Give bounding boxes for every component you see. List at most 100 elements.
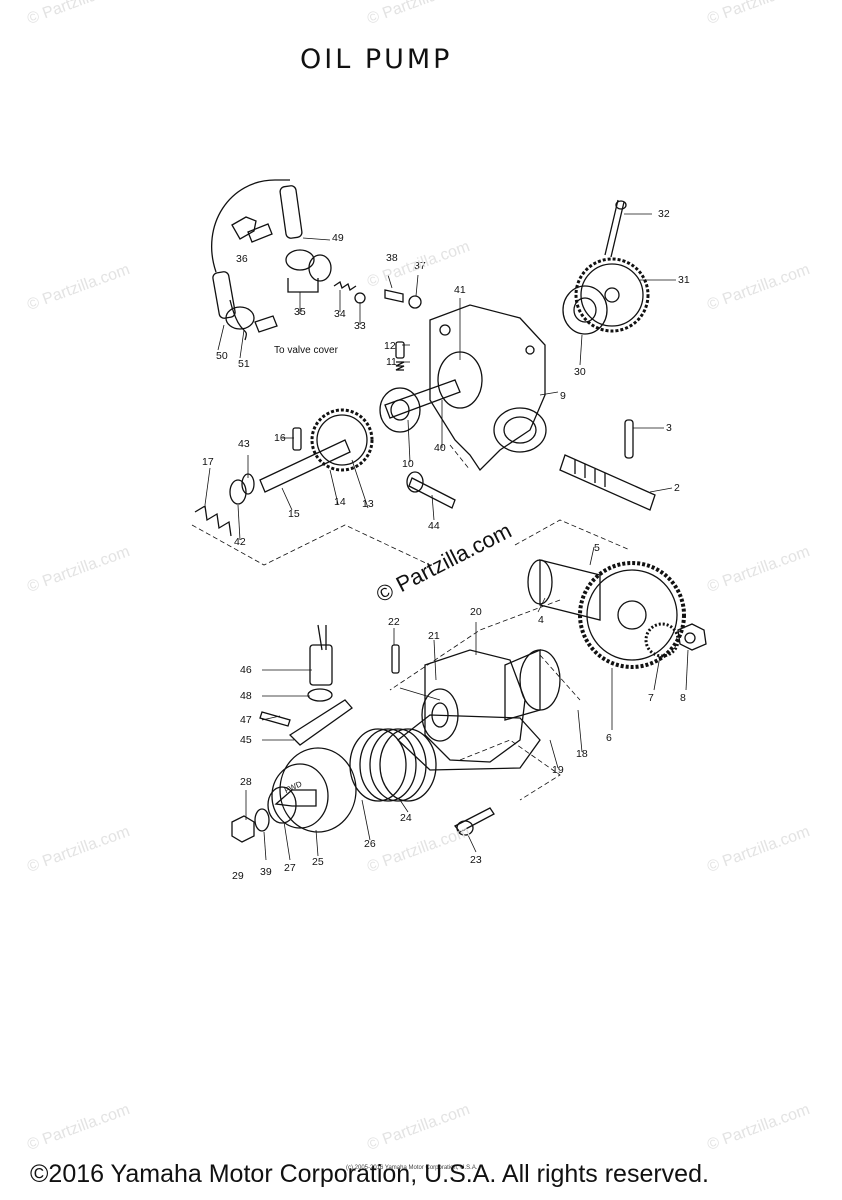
spring-17 (194, 504, 232, 537)
nut-29 (231, 815, 255, 843)
callout-36: 36 (236, 253, 248, 265)
callout-33: 33 (354, 320, 366, 332)
primary-gear-6-hub (617, 600, 647, 630)
pin-3 (624, 419, 634, 459)
callout-20: 20 (470, 606, 482, 618)
pump-rotor-bore (437, 351, 483, 409)
gear-shaft-15 (259, 439, 351, 493)
coil-spring-24 (379, 728, 437, 802)
hose-fitting-lower (212, 271, 236, 319)
callout-7: 7 (648, 692, 654, 704)
pump-shaft (384, 379, 461, 419)
coil-spring-24 (369, 728, 427, 802)
callout-5: 5 (594, 542, 600, 554)
bolt-44 (408, 477, 456, 509)
washer-39 (254, 808, 270, 832)
callout-32: 32 (658, 208, 670, 220)
worm-thread (574, 460, 606, 487)
callout-48: 48 (240, 690, 252, 702)
oil-hose (211, 179, 290, 273)
driven-gear-31-body (580, 263, 644, 327)
callout-45: 45 (240, 734, 252, 746)
gear-shaft-4 (539, 559, 601, 621)
bearing (562, 285, 608, 335)
callout-4: 4 (538, 614, 544, 626)
bolt-23 (453, 807, 495, 833)
callout-17: 17 (202, 456, 214, 468)
callout-11: 11 (386, 356, 397, 368)
washer (408, 295, 422, 309)
callout-39: 39 (260, 866, 272, 878)
callout-15: 15 (288, 508, 300, 520)
pump-cover-ring-inner (503, 416, 537, 444)
coil-spring-24 (349, 728, 407, 802)
callout-27: 27 (284, 862, 296, 874)
check-ball (354, 292, 366, 304)
sleeve-18-body (504, 649, 541, 721)
callout-50: 50 (216, 350, 228, 362)
pump-cover-ring (493, 407, 547, 453)
inner-rotor-hub (390, 399, 410, 421)
copyright-footer: ©2016 Yamaha Motor Corporation, U.S.A. A… (30, 1160, 709, 1188)
callout-25: 25 (312, 856, 324, 868)
pump-housing (429, 304, 546, 472)
callout-13: 13 (362, 498, 374, 510)
lever-45 (288, 699, 353, 746)
nut-8 (677, 623, 707, 651)
pin-16 (292, 427, 302, 451)
callout-26: 26 (364, 838, 376, 850)
callout-49: 49 (332, 232, 344, 244)
callout-9: 9 (560, 390, 566, 402)
callout-37: 37 (414, 260, 426, 272)
to-valve-cover-note: To valve cover (274, 345, 338, 356)
gear-shaft-4-end (527, 559, 553, 605)
check-spring (333, 280, 357, 292)
small-gear-7 (644, 622, 680, 658)
cotter-pin (604, 199, 625, 258)
callout-16: 16 (274, 432, 286, 444)
cup-25 (279, 747, 357, 833)
pinion-gear-13 (310, 408, 374, 472)
callout-2: 2 (674, 482, 680, 494)
banjo-fitting (285, 249, 315, 271)
cable-46 (317, 624, 327, 651)
callout-47: 47 (240, 714, 252, 726)
callout-43: 43 (238, 438, 250, 450)
callout-41: 41 (454, 284, 466, 296)
primary-gear-6 (578, 561, 686, 669)
callout-10: 10 (402, 458, 414, 470)
callout-46: 46 (240, 664, 252, 676)
fwd-arrow (274, 789, 317, 807)
cover-plate-21 (424, 649, 526, 763)
callout-31: 31 (678, 274, 690, 286)
driven-gear-31 (574, 257, 650, 333)
callout-40: 40 (434, 442, 446, 454)
adjuster-46 (309, 644, 333, 686)
page-title: OIL PUMP (300, 44, 453, 75)
callout-23: 23 (470, 854, 482, 866)
cup-25-face (271, 763, 329, 829)
gasket-19 (397, 714, 541, 771)
inner-rotor (379, 387, 421, 433)
callout-51: 51 (238, 358, 250, 370)
callout-34: 34 (334, 308, 346, 320)
callout-3: 3 (666, 422, 672, 434)
cover-boss (421, 688, 459, 742)
callout-44: 44 (428, 520, 440, 532)
driven-gear-31-hub (604, 287, 620, 303)
callout-28: 28 (240, 776, 252, 788)
circlip (229, 479, 247, 505)
primary-gear-6-body (586, 569, 678, 661)
callout-21: 21 (428, 630, 440, 642)
hose-fitting-upper (279, 185, 303, 239)
bracket (287, 278, 319, 293)
union-bolt-thread (254, 315, 278, 333)
small-copyright: (c) 2005-2016 Yamaha Motor Corporation, … (346, 1165, 478, 1171)
oil-hose (229, 299, 247, 341)
banjo-fitting (225, 306, 255, 330)
coil-spring-24 (359, 728, 417, 802)
pinion-gear-13-body (316, 414, 368, 466)
banjo-fitting (308, 254, 332, 282)
screw-47 (259, 711, 291, 727)
